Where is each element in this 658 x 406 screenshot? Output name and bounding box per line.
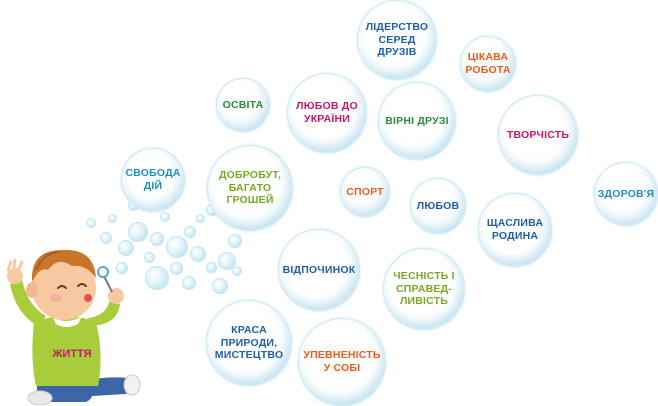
mini-bubble: [118, 240, 134, 256]
mini-bubble: [116, 262, 128, 274]
mini-bubble: [232, 266, 242, 276]
bubble-label: ЧЕСНІСТЬ І СПРАВЕД- ЛИВІСТЬ: [393, 270, 455, 308]
mini-bubble: [128, 222, 148, 242]
bubble-label: ЛЮБОВ ДО УКРАЇНИ: [296, 100, 358, 125]
mini-bubble: [206, 262, 217, 273]
bubble-label: КРАСА ПРИРОДИ, МИСТЕЦТВО: [214, 324, 284, 362]
bubble-label: ОСВІТА: [222, 98, 264, 111]
bubble-label: ДОБРОБУТ, БАГАТО ГРОШЕЙ: [218, 169, 282, 207]
bubble-label: УПЕВНЕНІСТЬ У СОБІ: [303, 349, 381, 374]
bubble-osvita: ОСВІТА: [216, 78, 270, 132]
mini-bubble: [150, 232, 164, 246]
bubble-label: СПОРТ: [346, 185, 384, 198]
bubble-liderstvo: ЛІДЕРСТВО СЕРЕД ДРУЗІВ: [357, 0, 437, 80]
mini-bubble: [212, 278, 228, 294]
mini-bubble: [228, 234, 242, 248]
bubble-tsikava: ЦІКАВА РОБОТА: [460, 36, 516, 92]
shirt-label: ЖИТТЯ: [52, 348, 92, 360]
bubble-vpevnenist: УПЕВНЕНІСТЬ У СОБІ: [298, 318, 386, 406]
bubble-virni-druzi: ВІРНІ ДРУЗІ: [378, 82, 456, 160]
mini-bubble: [218, 252, 236, 270]
mini-bubble: [190, 246, 206, 262]
bubble-liubov-ukrainy: ЛЮБОВ ДО УКРАЇНИ: [287, 73, 367, 153]
bubble-label: ЦІКАВА РОБОТА: [465, 51, 511, 76]
mini-bubble: [166, 236, 188, 258]
bubble-vidpochynok: ВІДПОЧИНОК: [278, 229, 360, 311]
mini-bubble: [145, 266, 169, 290]
bubble-krasa: КРАСА ПРИРОДИ, МИСТЕЦТВО: [206, 300, 292, 386]
bubble-sport: СПОРТ: [340, 167, 390, 217]
bubble-liubov: ЛЮБОВ: [410, 178, 466, 234]
child-blowing-bubbles-illustration: [6, 249, 141, 405]
mini-bubble: [144, 252, 155, 263]
bubble-label: ВІДПОЧИНОК: [282, 263, 356, 276]
bubble-zdorovia: ЗДОРОВ'Я: [594, 162, 658, 226]
bubble-tvorchist: ТВОРЧІСТЬ: [498, 95, 578, 175]
mini-bubble: [196, 214, 205, 223]
bubble-chesnist: ЧЕСНІСТЬ І СПРАВЕД- ЛИВІСТЬ: [383, 248, 465, 330]
bubble-label: ТВОРЧІСТЬ: [506, 128, 570, 141]
mini-bubble: [170, 262, 183, 275]
mini-bubble: [182, 276, 196, 290]
bubble-label: СВОБОДА ДІЙ: [125, 167, 181, 192]
bubble-svoboda: СВОБОДА ДІЙ: [121, 148, 185, 212]
mini-bubble: [160, 212, 170, 222]
bubble-label: ЩАСЛИВА РОДИНА: [486, 217, 544, 242]
mini-bubble: [108, 214, 117, 223]
mini-bubble: [100, 232, 112, 244]
bubble-shchaslyva-rodyna: ЩАСЛИВА РОДИНА: [478, 193, 552, 267]
bubble-label: ВІРНІ ДРУЗІ: [385, 114, 449, 127]
bubble-label: ЗДОРОВ'Я: [597, 187, 655, 200]
bubble-dobrobut: ДОБРОБУТ, БАГАТО ГРОШЕЙ: [207, 145, 293, 231]
bubble-label: ЛІДЕРСТВО СЕРЕД ДРУЗІВ: [365, 21, 429, 59]
mini-bubble: [86, 218, 96, 228]
bubble-label: ЛЮБОВ: [416, 199, 460, 212]
mini-bubble: [184, 226, 196, 238]
